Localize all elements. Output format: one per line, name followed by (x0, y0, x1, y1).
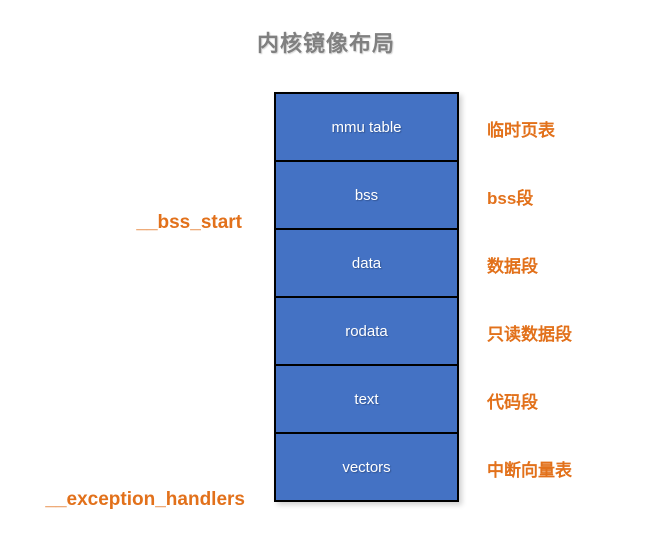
memory-layout-stack: mmu table bss data rodata text vectors (274, 92, 459, 502)
annotation-data: 数据段 (487, 257, 538, 276)
memory-block-label: data (351, 254, 382, 272)
memory-block-label: mmu table (331, 118, 402, 136)
annotation-mmu-table: 临时页表 (487, 121, 555, 140)
annotation-rodata: 只读数据段 (487, 325, 572, 344)
annotation-vectors: 中断向量表 (487, 461, 572, 480)
memory-block-vectors: vectors (274, 432, 459, 502)
boundary-marker-exception-handlers: __exception_handlers (45, 489, 245, 510)
memory-block-label: vectors (342, 458, 391, 476)
annotation-text: 代码段 (487, 393, 538, 412)
memory-block-text: text (274, 364, 459, 432)
boundary-marker-bss-start: __bss_start (136, 212, 242, 233)
memory-block-label: rodata (345, 322, 388, 340)
annotation-bss: bss段 (487, 189, 534, 208)
memory-block-bss: bss (274, 160, 459, 228)
page-title: 内核镜像布局 (256, 31, 395, 56)
memory-block-label: bss (354, 186, 379, 204)
memory-block-rodata: rodata (274, 296, 459, 364)
memory-block-data: data (274, 228, 459, 296)
memory-block-mmu-table: mmu table (274, 92, 459, 160)
memory-block-label: text (354, 390, 379, 408)
